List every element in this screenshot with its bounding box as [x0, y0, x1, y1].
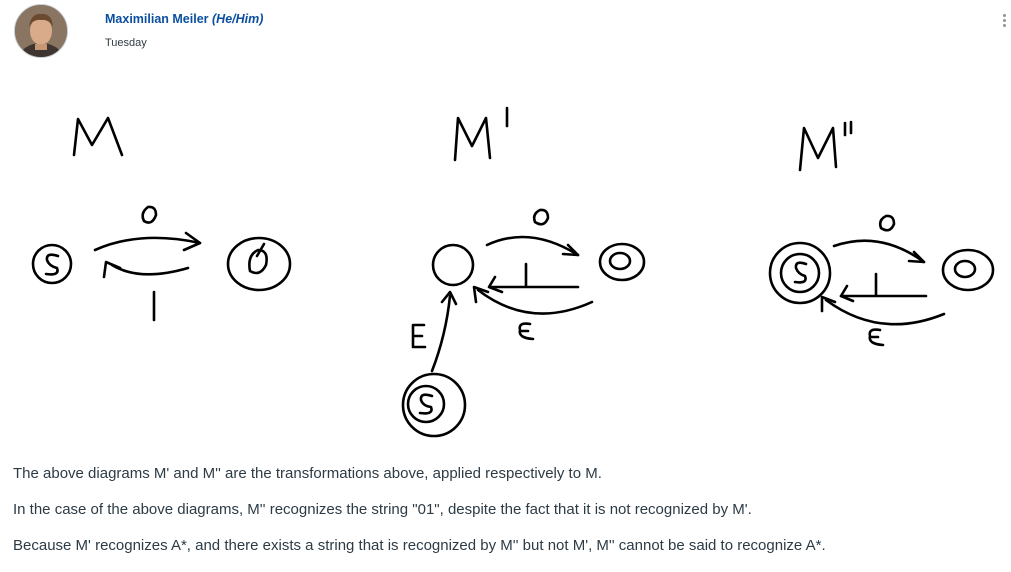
- state-m-accept: [226, 236, 292, 292]
- body-paragraph-3: Because M' recognizes A*, and there exis…: [13, 537, 826, 554]
- label-mp-start-epsilon: [411, 323, 427, 349]
- user-avatar-photo-icon: [15, 5, 67, 57]
- state-mpp-start-outer: [768, 241, 832, 305]
- label-mp-epsilon: [518, 322, 535, 341]
- state-m-accept-0: [248, 242, 268, 275]
- label-mpp-epsilon: [868, 328, 885, 347]
- author-name[interactable]: Maximilian Meiler: [105, 12, 209, 26]
- avatar[interactable]: [14, 4, 68, 58]
- edge-mpp-zero: [832, 239, 926, 264]
- state-mp-start-s: [418, 393, 434, 415]
- state-m-start-s: [44, 253, 60, 276]
- state-mpp-accept-inner: [953, 259, 977, 279]
- label-m-double-prime-glyph: [798, 126, 838, 172]
- state-mp-plain: [431, 243, 475, 287]
- arrow-mp-start-epsilon: [440, 290, 458, 306]
- arrow-mp-one: [487, 275, 504, 294]
- label-m-prime-glyph: [453, 116, 492, 162]
- arrow-mp-epsilon: [472, 285, 490, 304]
- handwritten-diagram: [31, 106, 995, 438]
- label-m-glyph: [72, 116, 124, 157]
- state-m-start: [31, 243, 73, 285]
- state-mpp-start-inner: [779, 252, 821, 294]
- edge-mp-epsilon: [476, 288, 594, 315]
- label-mp-zero: [532, 208, 550, 226]
- arrow-m-one: [102, 260, 122, 279]
- state-mp-start-inner: [406, 384, 446, 424]
- state-mp-accept-inner: [608, 251, 632, 271]
- label-m-zero: [141, 205, 158, 224]
- body-paragraph-2: In the case of the above diagrams, M'' r…: [13, 501, 752, 518]
- author-pronouns: (He/Him): [212, 12, 264, 26]
- edge-mp-zero: [485, 235, 580, 257]
- state-mpp-start-s: [793, 261, 808, 284]
- state-mp-accept-outer: [598, 242, 646, 282]
- edge-m-one: [110, 263, 190, 276]
- arrow-mpp-epsilon: [820, 295, 837, 313]
- kebab-menu-icon[interactable]: [996, 12, 1011, 32]
- edge-mp-start-epsilon: [430, 294, 452, 373]
- arrow-mpp-zero: [907, 250, 926, 264]
- author-name-link[interactable]: Maximilian Meiler (He/Him): [105, 12, 263, 26]
- post-date: Tuesday: [105, 37, 147, 49]
- body-paragraph-1: The above diagrams M' and M'' are the tr…: [13, 465, 602, 482]
- state-mp-start-outer: [401, 372, 467, 438]
- arrow-mpp-one: [839, 284, 855, 303]
- arrow-m-zero: [182, 231, 202, 252]
- arrow-mp-zero: [561, 243, 580, 257]
- label-mpp-zero: [878, 214, 896, 232]
- state-mpp-accept-outer: [941, 248, 995, 292]
- edge-mpp-epsilon: [824, 298, 946, 326]
- edge-m-zero: [93, 236, 202, 252]
